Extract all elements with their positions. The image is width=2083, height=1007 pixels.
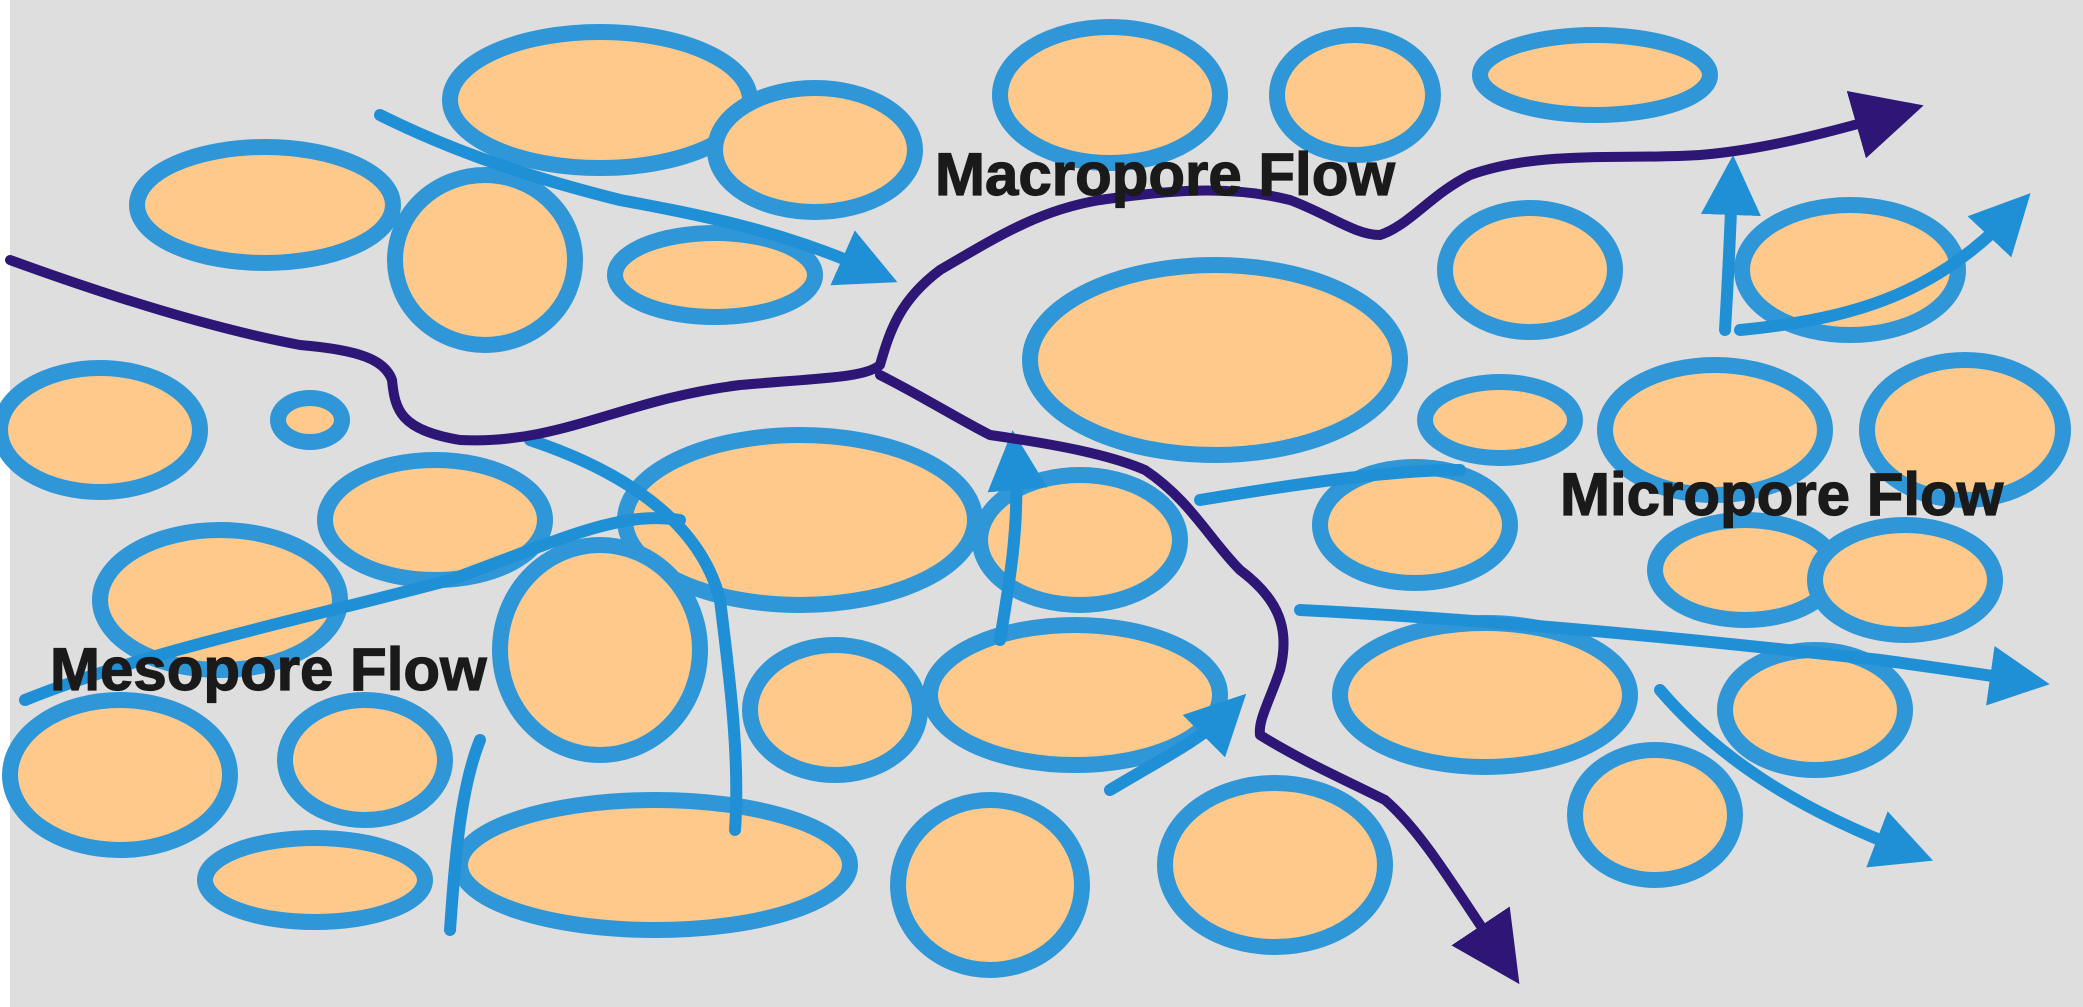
soil-particle: [1480, 35, 1710, 115]
soil-particle: [500, 545, 700, 755]
mesopore-flow-label: Mesopore Flow: [50, 636, 487, 703]
soil-particle: [1725, 650, 1905, 770]
soil-particle: [750, 645, 920, 775]
soil-particle: [1655, 520, 1835, 620]
soil-particle: [1340, 623, 1630, 767]
soil-particle: [0, 368, 200, 492]
soil-particle: [278, 398, 342, 442]
micropore-flow-label: Micropore Flow: [1560, 461, 2004, 528]
soil-particle: [395, 175, 575, 345]
soil-particle: [1425, 382, 1575, 458]
macropore-flow-label: Macropore Flow: [935, 141, 1395, 208]
soil-particle: [898, 800, 1082, 970]
soil-particle: [205, 838, 425, 922]
soil-particle: [10, 700, 230, 850]
soil-particle: [1030, 265, 1400, 455]
soil-particle: [285, 700, 445, 820]
soil-particle: [615, 233, 815, 317]
soil-particle: [460, 800, 850, 930]
soil-particle: [1815, 525, 1995, 635]
mesopore-flow-arrow: [1725, 185, 1732, 330]
soil-particle: [137, 147, 393, 263]
soil-particle: [715, 88, 915, 212]
soil-particle: [1320, 467, 1510, 583]
soil-particle: [1277, 35, 1433, 155]
soil-particle: [1445, 208, 1615, 332]
soil-particle: [450, 32, 750, 168]
soil-particle: [1575, 750, 1735, 880]
soil-particle: [1165, 783, 1385, 947]
